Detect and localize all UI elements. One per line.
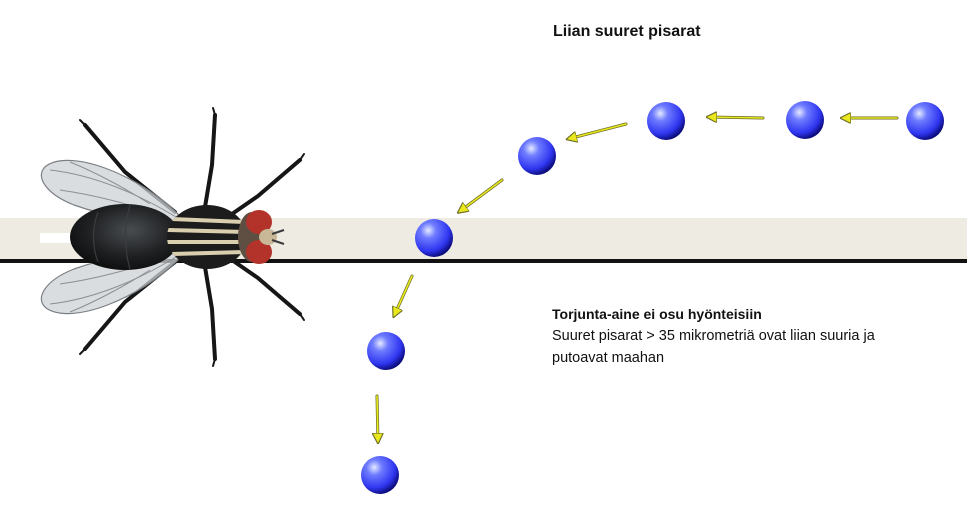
diagram-title: Liian suuret pisarat bbox=[553, 23, 701, 40]
fly-illustration bbox=[40, 107, 305, 367]
trajectory-arrow bbox=[708, 117, 765, 118]
fly-eye bbox=[246, 210, 272, 234]
fly-thorax bbox=[167, 205, 247, 269]
droplet bbox=[361, 456, 399, 494]
droplet bbox=[415, 219, 453, 257]
beam-notch bbox=[40, 233, 76, 243]
caption-heading: Torjunta-aine ei osu hyönteisiin bbox=[552, 306, 762, 322]
droplets bbox=[361, 101, 944, 494]
fly-head bbox=[238, 210, 285, 264]
droplet bbox=[906, 102, 944, 140]
droplet bbox=[367, 332, 405, 370]
caption: Torjunta-aine ei osu hyönteisiin Suuret … bbox=[552, 303, 875, 369]
trajectory-arrow bbox=[568, 122, 628, 139]
trajectory-arrow bbox=[459, 178, 504, 212]
surface-line bbox=[0, 259, 967, 263]
caption-line: putoavat maahan bbox=[552, 350, 665, 366]
fly-eye bbox=[246, 240, 272, 264]
droplet bbox=[647, 102, 685, 140]
droplet bbox=[518, 137, 556, 175]
caption-line: Suuret pisarat > 35 mikrometriä ovat lii… bbox=[552, 328, 875, 344]
trajectory-arrow bbox=[377, 394, 378, 442]
trajectory-arrow bbox=[394, 274, 414, 316]
trajectory-arrows bbox=[377, 117, 899, 442]
droplet bbox=[786, 101, 824, 139]
